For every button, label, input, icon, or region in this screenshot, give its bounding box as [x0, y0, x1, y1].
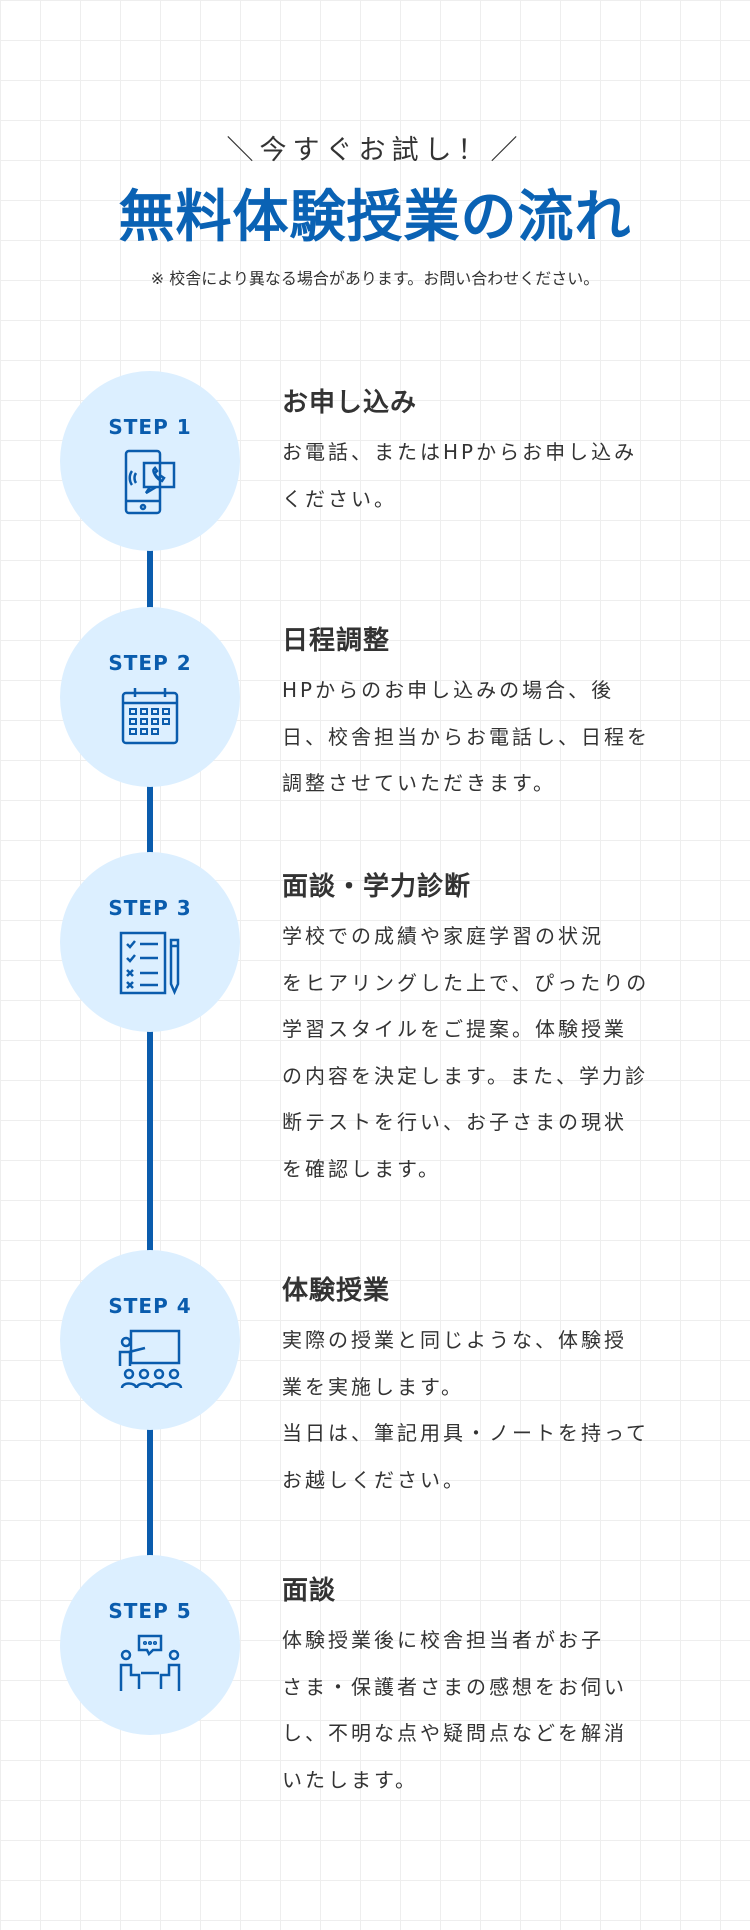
step-4-text: 体験授業 実際の授業と同じような、体験授 業を実施します。 当日は、筆記用具・ノ… [282, 1270, 722, 1503]
step-1-text: お申し込み お電話、またはHPからお申し込み ください。 [282, 382, 722, 522]
step-label: STEP 3 [108, 896, 192, 920]
classroom-icon [118, 1329, 183, 1389]
step-3-text: 面談・学力診断 学校での成績や家庭学習の状況 をヒアリングした上で、ぴったりの … [282, 866, 722, 1192]
page-title: 無料体験授業の流れ [118, 185, 632, 250]
step-2-circle: STEP 2 [60, 607, 240, 787]
step-desc-line: 実際の授業と同じような、体験授 [282, 1328, 627, 1352]
step-title: お申し込み [282, 388, 418, 418]
step-label: STEP 4 [108, 1294, 192, 1318]
note-text: ※ 校舎により異なる場合があります。お問い合わせください。 [150, 269, 600, 288]
smartphone-call-icon [124, 449, 176, 515]
step-desc-line: お電話、またはHPからお申し込み [282, 440, 638, 464]
step-desc-line: を確認します。 [282, 1156, 441, 1181]
step-title: 体験授業 [282, 1276, 391, 1306]
step-desc-line: し、不明な点や疑問点などを解消 [282, 1721, 627, 1745]
timeline-line [147, 550, 153, 1650]
catch-copy: ＼今すぐお試し！／ [226, 135, 524, 166]
step-desc-line: 断テストを行い、お子さまの現状 [282, 1110, 627, 1134]
step-desc-line: 学校での成績や家庭学習の状況 [282, 924, 604, 948]
step-desc-line: HPからのお申し込みの場合、後 [282, 678, 615, 702]
step-desc-line: さま・保護者さまの感想をお伺い [282, 1674, 627, 1699]
meeting-icon [119, 1634, 181, 1691]
step-desc-line: ください。 [282, 486, 397, 511]
step-desc-line: 調整させていただきます。 [282, 771, 556, 795]
step-desc-line: 当日は、筆記用具・ノートを持って [282, 1421, 649, 1445]
step-desc-line: をヒアリングした上で、ぴったりの [282, 970, 650, 995]
calendar-icon [121, 688, 179, 745]
step-5-circle: STEP 5 [60, 1555, 240, 1735]
step-desc-line: お越しください。 [282, 1467, 466, 1492]
checklist-pencil-icon [119, 931, 180, 996]
step-1-circle: STEP 1 [60, 371, 240, 551]
step-2-text: 日程調整 HPからのお申し込みの場合、後 日、校舎担当からお電話し、日程を 調整… [282, 620, 722, 807]
step-desc-line: 体験授業後に校舎担当者がお子 [282, 1628, 604, 1652]
step-label: STEP 5 [108, 1599, 192, 1623]
step-title: 面談 [282, 1576, 337, 1606]
step-label: STEP 1 [108, 415, 192, 439]
step-desc-line: の内容を決定します。また、学力診 [282, 1063, 648, 1088]
step-desc-line: いたします。 [282, 1767, 418, 1792]
step-desc-line: 学習スタイルをご提案。体験授業 [282, 1017, 627, 1041]
step-title: 面談・学力診断 [282, 872, 472, 902]
step-desc-line: 日、校舎担当からお電話し、日程を [282, 724, 650, 749]
step-title: 日程調整 [282, 626, 391, 656]
step-3-circle: STEP 3 [60, 852, 240, 1032]
step-desc-line: 業を実施します。 [282, 1374, 464, 1399]
step-5-text: 面談 体験授業後に校舎担当者がお子 さま・保護者さまの感想をお伺い し、不明な点… [282, 1570, 722, 1803]
step-4-circle: STEP 4 [60, 1250, 240, 1430]
step-label: STEP 2 [108, 651, 192, 675]
